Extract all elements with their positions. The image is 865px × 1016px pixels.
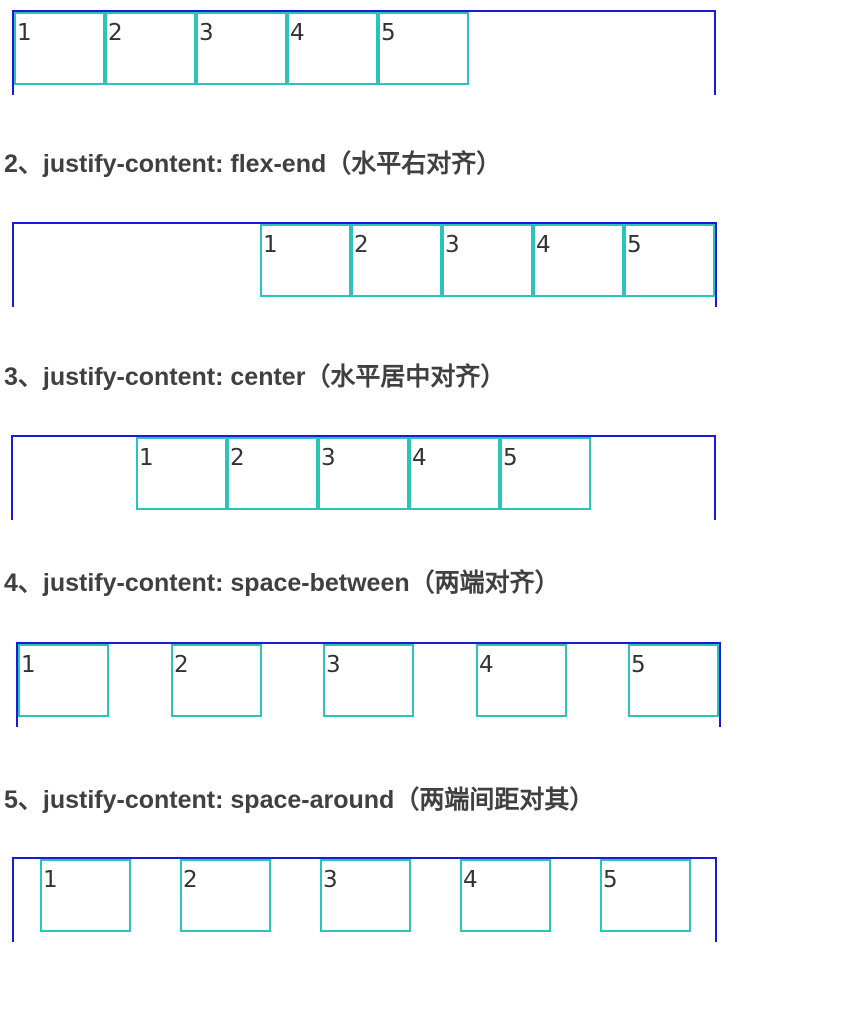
flex-item-label: 1 — [139, 445, 154, 471]
section-heading-flex-end: 2、justify-content: flex-end（水平右对齐） — [4, 150, 502, 178]
flex-item-label: 2 — [354, 232, 369, 258]
flex-container-start: 1 2 3 4 5 — [12, 10, 716, 95]
flex-item: 5 — [378, 12, 469, 85]
section-heading-space-between: 4、justify-content: space-between（两端对齐） — [4, 569, 560, 597]
flex-item: 3 — [320, 859, 411, 932]
flex-item: 5 — [624, 224, 715, 297]
flex-item: 3 — [323, 644, 414, 717]
flex-container-space-around: 1 2 3 4 5 — [12, 857, 717, 942]
flex-item-label: 5 — [503, 445, 518, 471]
flex-item-label: 5 — [631, 652, 646, 678]
section-heading-space-around: 5、justify-content: space-around（两端间距对其） — [4, 786, 595, 814]
flex-item: 1 — [40, 859, 131, 932]
flex-item: 4 — [533, 224, 624, 297]
flex-item: 3 — [442, 224, 533, 297]
flex-item-label: 5 — [381, 20, 396, 46]
flex-item-label: 3 — [326, 652, 341, 678]
flex-item: 1 — [18, 644, 109, 717]
flex-container-center: 1 2 3 4 5 — [11, 435, 716, 520]
flex-item: 2 — [105, 12, 196, 85]
flex-item-label: 2 — [108, 20, 123, 46]
flex-item-label: 4 — [412, 445, 427, 471]
flex-item: 5 — [600, 859, 691, 932]
flex-item-label: 4 — [290, 20, 305, 46]
flex-item-label: 4 — [536, 232, 551, 258]
flex-item-label: 4 — [463, 867, 478, 893]
flex-item: 3 — [196, 12, 287, 85]
flex-item: 2 — [180, 859, 271, 932]
flex-item: 1 — [14, 12, 105, 85]
flex-item-label: 3 — [323, 867, 338, 893]
flex-item: 1 — [260, 224, 351, 297]
flex-item: 2 — [351, 224, 442, 297]
flex-item-label: 5 — [627, 232, 642, 258]
flex-item-label: 2 — [183, 867, 198, 893]
flex-item: 5 — [500, 437, 591, 510]
flex-item: 5 — [628, 644, 719, 717]
flex-item-label: 3 — [445, 232, 460, 258]
flex-item-label: 4 — [479, 652, 494, 678]
flex-item-label: 5 — [603, 867, 618, 893]
flex-item-label: 1 — [17, 20, 32, 46]
flex-item-label: 1 — [21, 652, 36, 678]
flex-container-end: 1 2 3 4 5 — [12, 222, 717, 307]
flex-item-label: 3 — [199, 20, 214, 46]
flex-item-label: 2 — [230, 445, 245, 471]
flex-item: 4 — [409, 437, 500, 510]
flex-container-space-between: 1 2 3 4 5 — [16, 642, 721, 727]
flex-item: 2 — [171, 644, 262, 717]
flex-item-label: 2 — [174, 652, 189, 678]
flex-item-label: 1 — [263, 232, 278, 258]
flex-item: 2 — [227, 437, 318, 510]
flex-item: 4 — [460, 859, 551, 932]
section-heading-center: 3、justify-content: center（水平居中对齐） — [4, 363, 506, 391]
flex-item: 4 — [476, 644, 567, 717]
flex-item-label: 1 — [43, 867, 58, 893]
flex-item-label: 3 — [321, 445, 336, 471]
flex-item: 4 — [287, 12, 378, 85]
flex-item: 3 — [318, 437, 409, 510]
flex-item: 1 — [136, 437, 227, 510]
